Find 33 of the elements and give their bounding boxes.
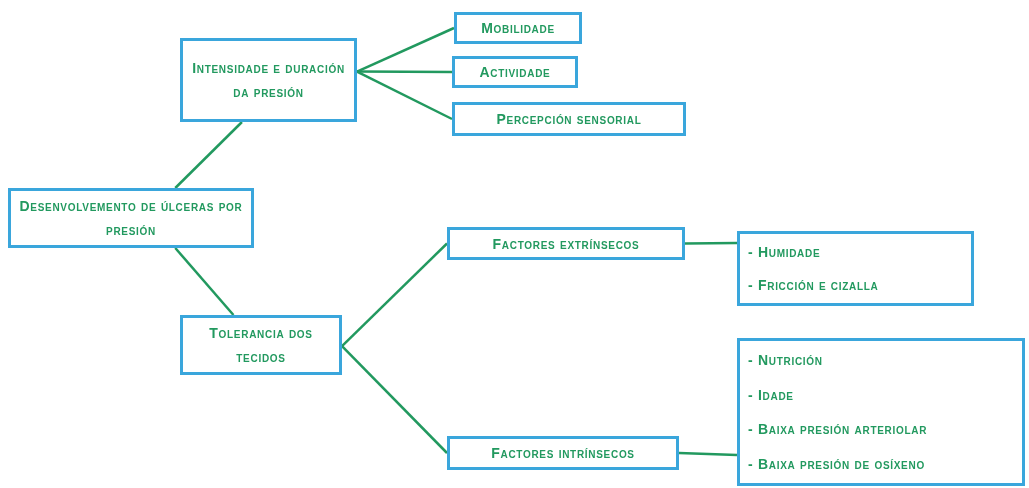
- connector-line: [174, 247, 235, 316]
- list-box: [737, 231, 974, 306]
- connector-line: [356, 26, 455, 73]
- connector-line: [685, 241, 737, 245]
- list-item: - Fricción e cizalla: [748, 275, 879, 295]
- box-label: Desenvolvemento de úlceras por presión: [18, 197, 244, 240]
- connector-line: [341, 242, 448, 348]
- list-box: [737, 338, 1025, 486]
- box-label: Factores intrínsecos: [491, 444, 635, 463]
- box-label: Intensidade e duración da presión: [191, 59, 346, 102]
- concept-box: [452, 56, 578, 88]
- box-label: Tolerancia dos tecidos: [208, 324, 314, 367]
- connector-line: [678, 451, 738, 457]
- concept-box: [447, 436, 679, 470]
- box-label: Percepción sensorial: [496, 110, 642, 129]
- connector-line: [357, 70, 452, 74]
- concept-box: [8, 188, 254, 248]
- concept-box: [454, 12, 582, 44]
- box-label: Factores extrínsecos: [492, 234, 640, 254]
- list-item: - Baixa presión de osíxeno: [748, 454, 925, 474]
- concept-box: [180, 38, 357, 122]
- list-item: - Humidade: [748, 243, 821, 263]
- box-label: Mobilidade: [481, 19, 555, 38]
- concept-box: [452, 102, 686, 136]
- list-item: - Baixa presión arteriolar: [748, 420, 928, 440]
- list-item: - Nutrición: [748, 351, 823, 371]
- list-item: - Idade: [748, 385, 794, 405]
- box-label: Actividade: [479, 63, 551, 82]
- concept-box: [447, 227, 685, 260]
- connector-line: [174, 121, 243, 189]
- connector-line: [341, 345, 448, 454]
- concept-box: [180, 315, 342, 375]
- connector-line: [356, 70, 453, 121]
